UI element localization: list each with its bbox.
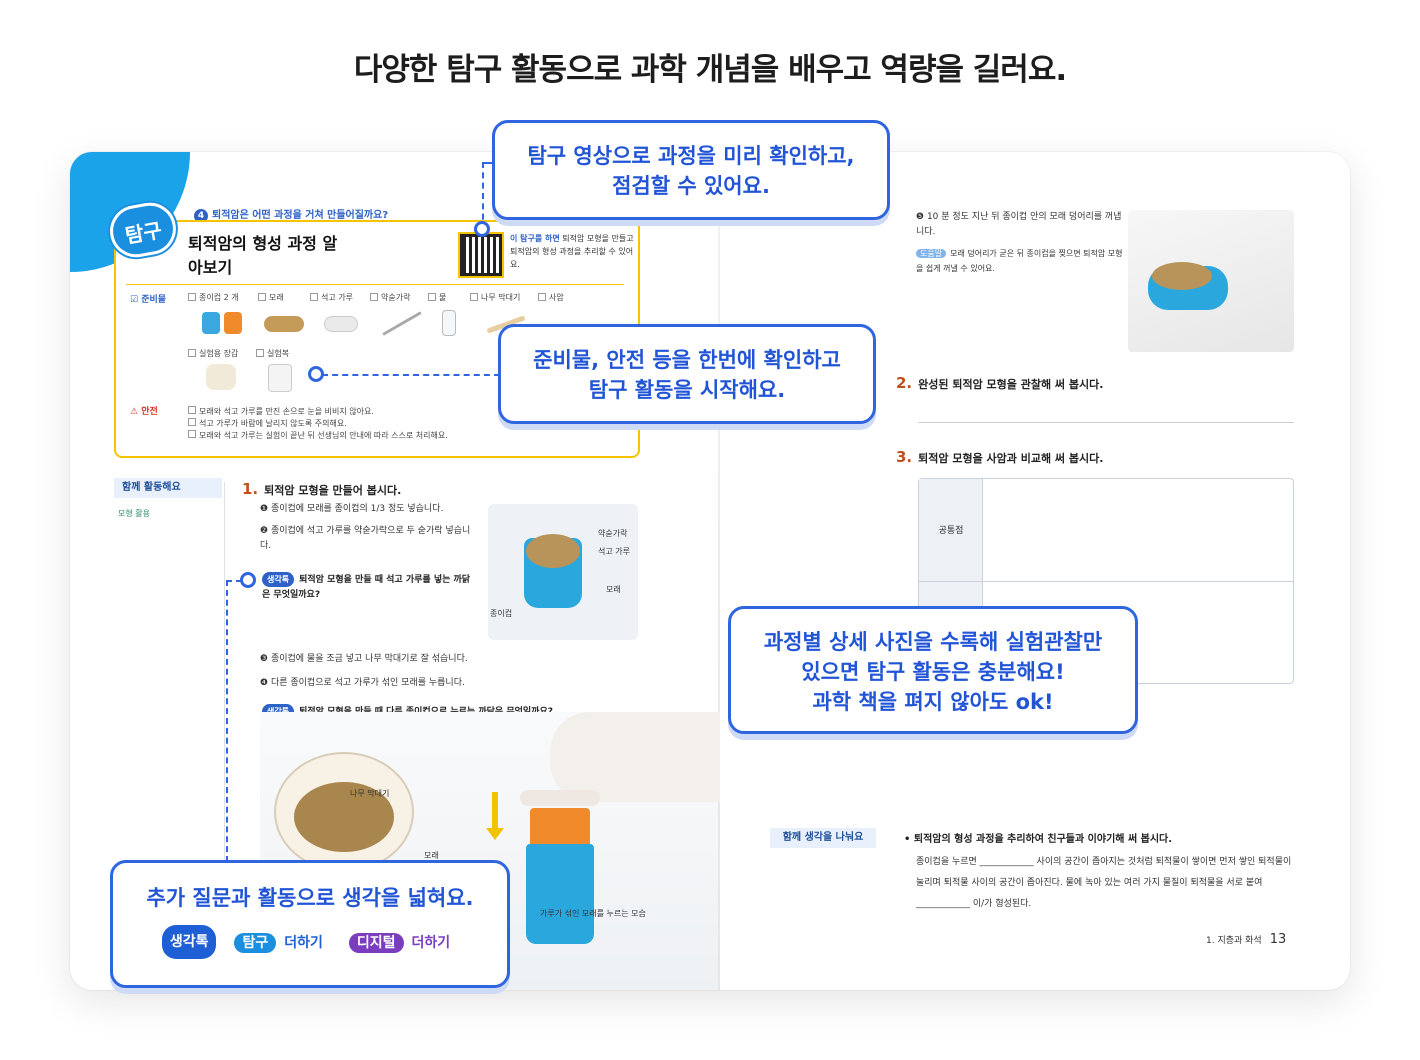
think-talk-badge: 생각톡 — [161, 925, 217, 959]
qr-description: 이 탐구를 하면 퇴적암 모형을 만들고 퇴적암의 형성 과정을 추리할 수 있… — [510, 234, 634, 269]
materials-label: ☑ 준비물 — [130, 295, 167, 305]
safety-label: ⚠ 안전 — [130, 407, 158, 417]
cup-label: 종이컵 — [490, 609, 513, 618]
cup-image — [202, 312, 220, 334]
section-subtag: 모형 활용 — [118, 509, 150, 518]
share-body: 종이컵을 누르면 ____________ 사이의 공간이 좁아지는 것처럼 퇴… — [916, 857, 1292, 909]
lesson-title: 퇴적암의 형성 과정 알아보기 — [188, 234, 338, 277]
water-image — [442, 310, 456, 336]
procedure-step: ❺ 10 분 정도 지난 뒤 종이컵 안의 모래 덩어리를 꺼냅니다. — [916, 212, 1122, 237]
page-headline: 다양한 탐구 활동으로 과학 개념을 배우고 역량을 길러요. — [353, 52, 1067, 88]
marker-dot — [240, 572, 256, 588]
sand-image — [264, 316, 304, 332]
connector-line — [226, 580, 228, 862]
marker-dot — [308, 366, 324, 382]
procedure-step: ❸ 종이컵에 물을 조금 넣고 나무 막대기로 잘 섞습니다. — [260, 654, 468, 664]
cup-label: 석고 가루 — [598, 547, 630, 556]
cup-photo — [488, 504, 638, 640]
material-item: 실험복 — [256, 348, 289, 359]
question-3: 3.퇴적암 모형을 사암과 비교해 써 봅시다. — [896, 448, 1104, 466]
connector-line — [226, 580, 242, 582]
step-title: 1.퇴적암 모형을 만들어 봅시다. — [242, 480, 402, 498]
connector-line — [482, 162, 484, 230]
section-tag: 함께 활동해요 — [114, 478, 222, 498]
procedure-step: ❷ 종이컵에 석고 가루를 약숟가락으로 두 숟가락 넣습니다. — [260, 526, 471, 551]
safety-item: 모래와 석고 가루는 실험이 끝난 뒤 선생님의 안내에 따라 스스로 처리해요… — [188, 430, 448, 441]
divider — [126, 284, 624, 285]
material-item: 종이컵 2 개 — [188, 292, 239, 303]
procedure-step: ❶ 종이컵에 모래를 종이컵의 1/3 정도 넣습니다. — [260, 504, 444, 514]
cup-image — [224, 312, 242, 334]
photo-label: 모래 — [424, 851, 439, 860]
labcoat-image — [268, 364, 292, 392]
material-item: 모래 — [258, 292, 284, 303]
page-fold — [718, 152, 720, 990]
table-row-divider — [919, 581, 1293, 582]
cup-label: 모래 — [606, 585, 621, 594]
marker-dot — [474, 221, 490, 237]
procedure-step: ❹ 다른 종이컵으로 석고 가루가 섞인 모래를 누릅니다. — [260, 678, 465, 688]
connector-line — [482, 162, 494, 164]
material-item: 석고 가루 — [310, 292, 353, 303]
section-tag: 함께 생각을 나눠요 — [770, 828, 876, 848]
callout-video: 탐구 영상으로 과정을 미리 확인하고,점검할 수 있어요. — [492, 120, 890, 220]
answer-line[interactable] — [918, 422, 1294, 423]
qr-code-icon[interactable] — [458, 232, 504, 278]
material-item: 물 — [428, 292, 446, 303]
question-2: 2.완성된 퇴적암 모형을 관찰해 써 봅시다. — [896, 374, 1104, 392]
cup-label: 약숟가락 — [598, 529, 628, 538]
share-title: • 퇴적암의 형성 과정을 추리하여 친구들과 이야기해 써 봅시다. — [904, 834, 1173, 845]
connector-line — [322, 374, 500, 376]
material-item: 약숟가락 — [370, 292, 410, 303]
divider — [224, 482, 225, 982]
photo-label: 나무 막대기 — [350, 789, 390, 798]
material-item: 실험용 장갑 — [188, 348, 238, 359]
gloves-image — [206, 364, 236, 390]
safety-item: 석고 가루가 바람에 날리지 않도록 주의해요. — [188, 418, 347, 429]
plaster-image — [324, 316, 358, 332]
material-item: 나무 막대기 — [470, 292, 520, 303]
hand-photo — [1128, 210, 1294, 352]
material-item: 사암 — [538, 292, 564, 303]
photo-caption: 가루가 섞인 모래를 누르는 모습 — [540, 909, 646, 918]
safety-item: 모래와 석고 가루를 만진 손으로 눈을 비비지 않아요. — [188, 406, 374, 417]
